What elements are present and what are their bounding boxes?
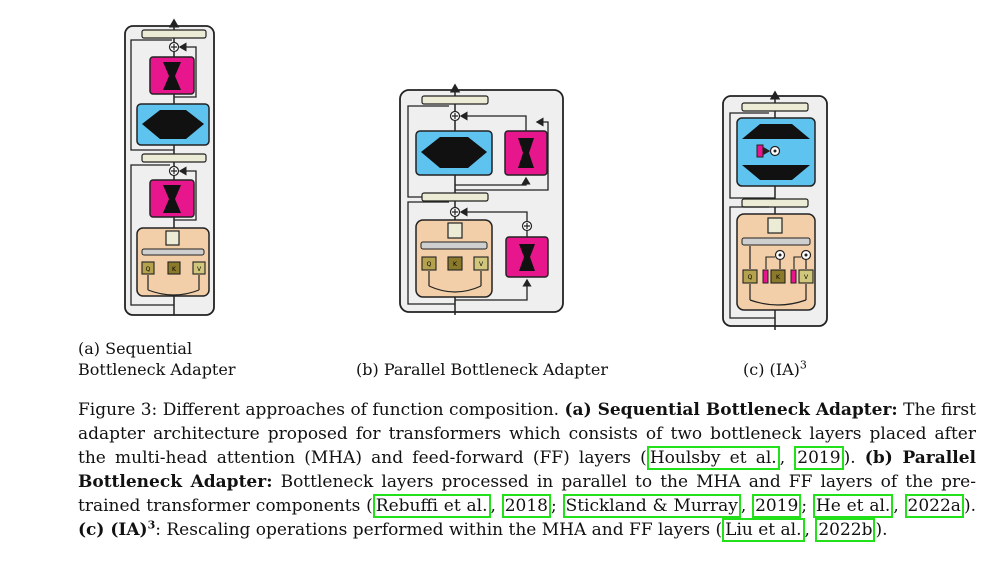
svg-text:V: V [197, 266, 202, 273]
citation-link[interactable]: Stickland & Murray [562, 494, 741, 518]
q-box [421, 256, 437, 271]
panel-a-sequential: Q K V [124, 18, 215, 316]
panel-c-ia3: Q K V [722, 90, 828, 330]
citation-year-link[interactable]: 2019 [794, 446, 844, 470]
layer-norm-bar [421, 95, 489, 105]
subcaption-b: (b) Parallel Bottleneck Adapter [356, 360, 608, 379]
svg-text:Q: Q [427, 261, 432, 268]
panel-b-parallel: Q K V [399, 83, 564, 315]
layer-norm-bar [741, 102, 809, 112]
subcaption-c: (c) (IA)3 [743, 358, 807, 379]
add-icon [449, 206, 461, 218]
caption-b-label: (b) Parallel Bottleneck Adapter: [78, 448, 976, 492]
figure-label: Figure 3: [78, 400, 158, 420]
rescale-icon [769, 145, 781, 157]
k-box [447, 256, 463, 271]
subcaption-a: (a) Sequential Bottleneck Adapter [78, 339, 236, 379]
svg-text:V: V [804, 274, 809, 281]
layer-norm-bar [141, 153, 207, 163]
add-icon [449, 110, 461, 122]
add-icon [168, 41, 180, 53]
citation-link[interactable]: Liu et al. [722, 518, 805, 542]
v-box [473, 256, 489, 271]
layer-norm-bar [421, 192, 489, 202]
citation-year-link[interactable]: 2022a [904, 494, 964, 518]
citation-link[interactable]: He et al. [812, 494, 894, 518]
caption-a-label: (a) Sequential Bottleneck Adapter: [564, 400, 898, 420]
layer-norm-bar [141, 29, 207, 39]
citation-year-link[interactable]: 2018 [501, 494, 551, 518]
figure-caption: Figure 3: Different approaches of functi… [78, 400, 976, 542]
svg-text:Q: Q [146, 266, 151, 273]
q-box [141, 261, 155, 275]
citation-link[interactable]: Rebuffi et al. [372, 494, 491, 518]
svg-text:K: K [453, 261, 458, 268]
q-box [742, 269, 758, 284]
caption-c-label: (c) (IA)3 [78, 518, 156, 540]
svg-text:K: K [776, 274, 781, 281]
add-icon [168, 165, 180, 177]
figure-diagrams: Q K V Q K V [124, 18, 828, 330]
svg-text:V: V [479, 261, 484, 268]
svg-text:K: K [172, 266, 177, 273]
citation-year-link[interactable]: 2022b [815, 518, 876, 542]
v-box [192, 261, 206, 275]
citation-year-link[interactable]: 2019 [752, 494, 802, 518]
citation-link[interactable]: Houlsby et al. [646, 446, 780, 470]
v-box [798, 269, 814, 284]
k-box [167, 261, 181, 275]
svg-text:Q: Q [748, 274, 753, 281]
layer-norm-bar [741, 198, 809, 208]
k-box [770, 269, 786, 284]
